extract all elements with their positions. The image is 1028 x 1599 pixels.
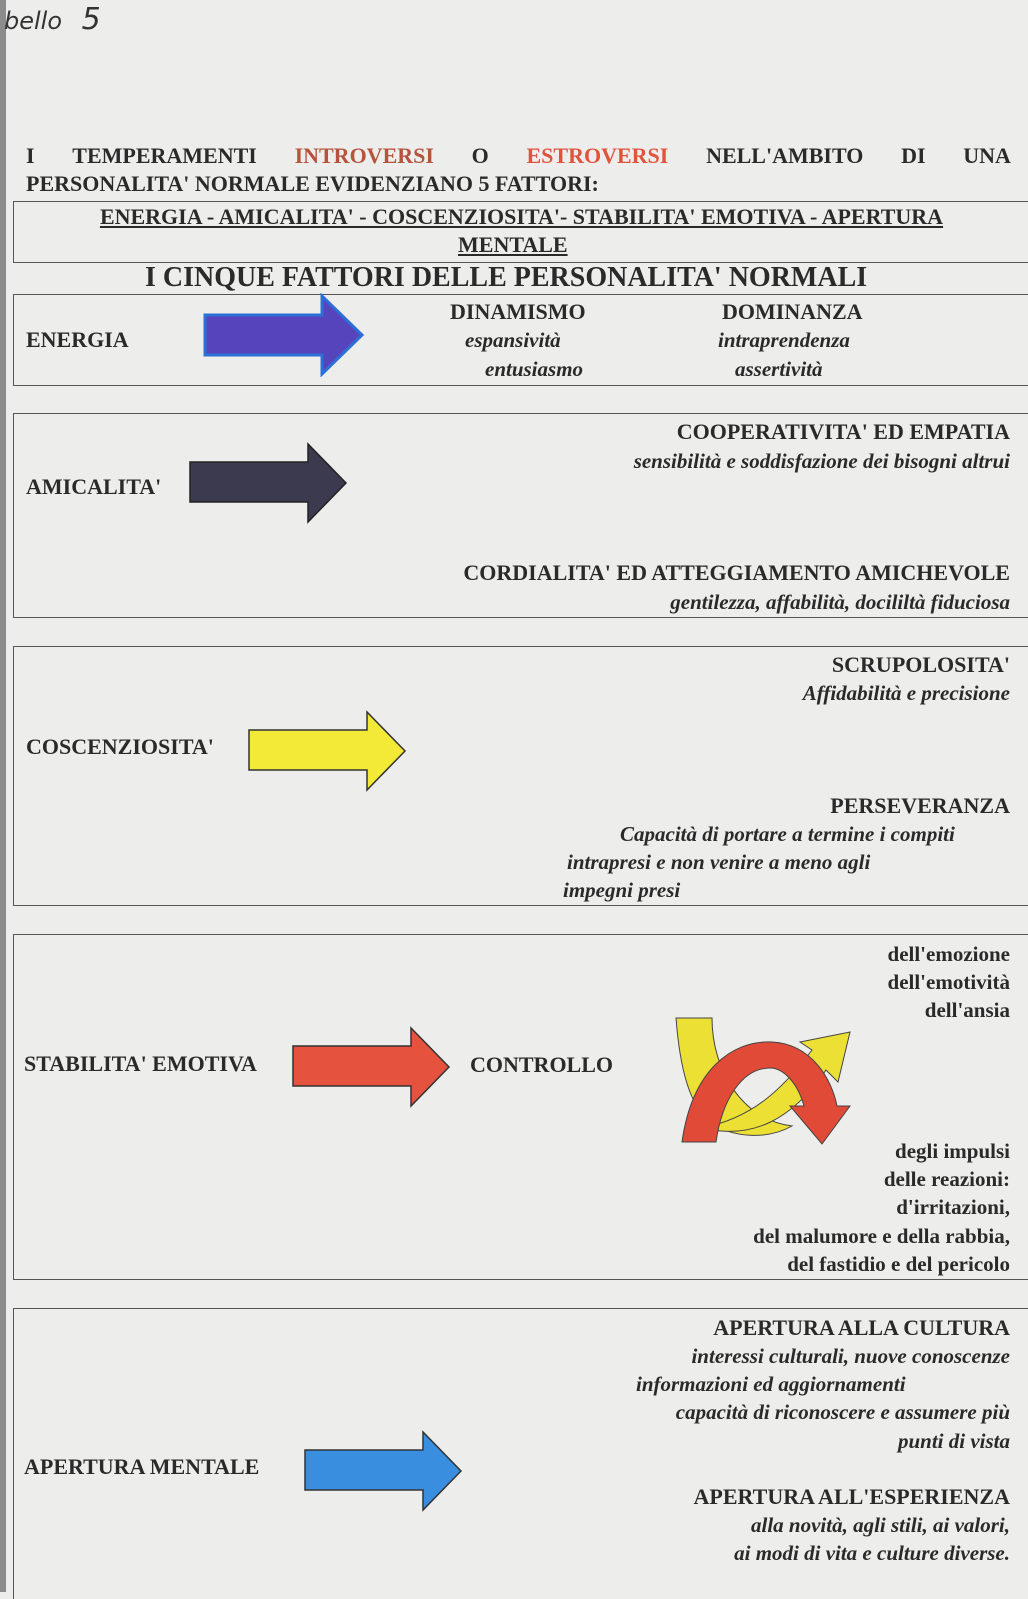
intro-word: UNA [963,143,1011,168]
controllo-bottom-line: delle reazioni: [883,1167,1010,1191]
intro-word: O [471,143,489,168]
intro-word: TEMPERAMENTI [72,143,257,168]
controllo-top-line: dell'emotività [887,970,1010,994]
factors-line-2: MENTALE [458,232,568,257]
controllo-bottom-line: d'irritazioni, [896,1195,1010,1219]
controllo-bottom-line: del malumore e della rabbia, [753,1224,1010,1248]
coscienziosita-arrow-icon [248,710,407,792]
apertura-label: APERTURA MENTALE [24,1454,260,1479]
perseveranza-title: PERSEVERANZA [830,793,1010,818]
main-title: I CINQUE FATTORI DELLE PERSONALITA' NORM… [145,262,868,293]
factors-box: ENERGIA - AMICALITA' - COSCENZIOSITA'- S… [13,201,1028,263]
scrupolosita-text: Affidabilità e precisione [802,681,1010,705]
apertura-arrow-icon [304,1430,463,1512]
apertura-box [13,1308,1028,1599]
dinamismo-item: espansività [465,328,561,352]
apertura-cultura-title: APERTURA ALLA CULTURA [713,1315,1010,1340]
coscienziosita-box [13,646,1028,906]
dinamismo-title: DINAMISMO [450,299,586,324]
amicalita-arrow-icon [189,442,348,524]
controllo-top-line: dell'ansia [924,998,1010,1022]
apertura-cultura-line: informazioni ed aggiornamenti [636,1372,906,1396]
stabilita-arrow-icon [292,1026,451,1108]
perseveranza-line: Capacità di portare a termine i compiti [620,822,955,846]
dominanza-item: assertività [735,357,823,381]
dominanza-item: intraprendenza [718,328,850,352]
cycle-arrows-icon [675,1017,851,1145]
apertura-cultura-line: capacità di riconoscere e assumere più [675,1400,1010,1424]
energia-box [13,294,1028,386]
stabilita-box [13,934,1028,1280]
controllo-label: CONTROLLO [470,1052,614,1077]
dominanza-title: DOMINANZA [722,299,863,324]
handwritten-note: bello 5 [4,2,101,37]
apertura-cultura-line: punti di vista [897,1429,1010,1453]
apertura-cultura-line: interessi culturali, nuove conoscenze [691,1344,1010,1368]
amicalita-label: AMICALITA' [26,474,162,499]
introversi-word: INTROVERSI [294,143,434,168]
scan-left-edge [0,0,6,1592]
amicalita-box [13,413,1028,618]
dinamismo-item: entusiasmo [485,357,584,381]
intro-text: I TEMPERAMENTI INTROVERSI O ESTROVERSI N… [26,143,1011,197]
energia-label: ENERGIA [26,327,129,352]
intro-word: NELL'AMBITO [706,143,864,168]
cooperativita-title: COOPERATIVITA' ED EMPATIA [676,419,1010,444]
controllo-top-line: dell'emozione [887,942,1010,966]
intro-word: DI [901,143,926,168]
perseveranza-line: intrapresi e non venire a meno agli [567,850,871,874]
apertura-esperienza-line: ai modi di vita e culture diverse. [734,1541,1010,1565]
intro-line-2: PERSONALITA' NORMALE EVIDENZIANO 5 FATTO… [26,171,599,196]
cooperativita-text: sensibilità e soddisfazione dei bisogni … [633,449,1010,473]
perseveranza-line: impegni presi [563,878,681,902]
scrupolosita-title: SCRUPOLOSITA' [831,652,1010,677]
cordialita-title: CORDIALITA' ED ATTEGGIAMENTO AMICHEVOLE [463,560,1010,585]
factors-line-1: ENERGIA - AMICALITA' - COSCENZIOSITA'- S… [99,204,944,229]
apertura-esperienza-line: alla novità, agli stili, ai valori, [750,1513,1010,1537]
estroversi-word: ESTROVERSI [526,143,669,168]
cordialita-text: gentilezza, affabilità, docililtà fiduci… [670,590,1010,614]
intro-word: I [26,143,35,168]
apertura-esperienza-title: APERTURA ALL'ESPERIENZA [693,1484,1010,1509]
controllo-bottom-line: degli impulsi [895,1139,1010,1163]
stabilita-label: STABILITA' EMOTIVA [24,1051,257,1076]
intro-line-1: I TEMPERAMENTI INTROVERSI O ESTROVERSI N… [26,143,1011,169]
coscienziosita-label: COSCENZIOSITA' [26,734,214,759]
energia-arrow-icon [203,293,365,377]
controllo-bottom-line: del fastidio e del pericolo [787,1252,1010,1276]
